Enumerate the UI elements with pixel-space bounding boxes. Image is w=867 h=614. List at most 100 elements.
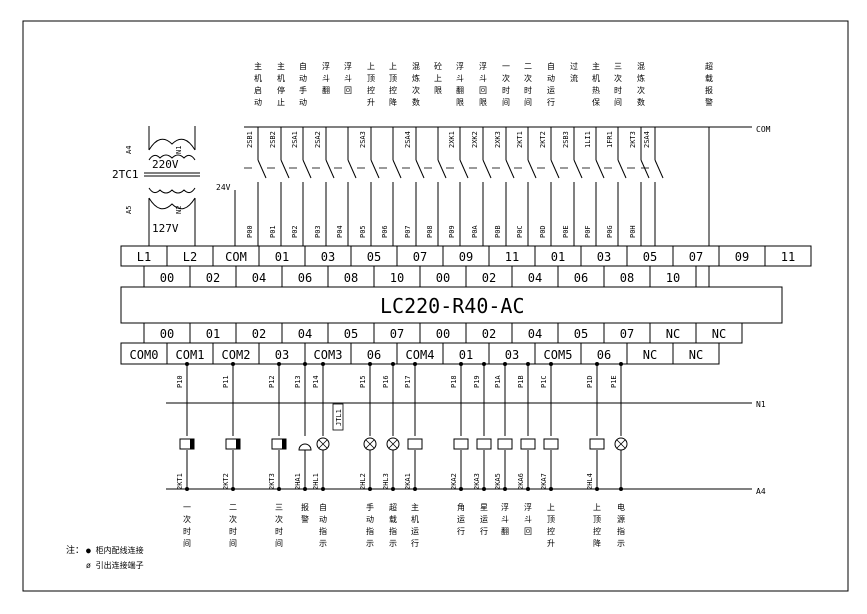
plc-bottom-terminal-label: COM5 [544,348,573,362]
output-device-tag: 2KT3 [268,473,276,490]
input-function-label: 自动手动 [299,61,308,110]
input-terminal-label: P0E [562,225,570,238]
transformer: 2TC1 220V 127V A4 N1 A5 N2 24V [112,126,231,246]
plc-top-terminal: 00 [419,265,467,288]
output-device-tag: 2HL1 [312,473,320,490]
output-terminal-label: P14 [312,375,320,388]
output-device-tag: 2KA5 [494,473,502,490]
output-terminal-label: P18 [450,375,458,388]
input-device-tag: 2SA4 [404,131,412,148]
plc-bottom-terminal-label: COM4 [406,348,435,362]
junction-dot [413,487,417,491]
plc-top-terminal-label: 07 [689,250,703,264]
output-terminal-label: P16 [382,375,390,388]
junction-dot [503,362,507,366]
drawing-frame [22,20,849,592]
input-device-tag: 1LI1 [584,131,592,148]
output-terminal-label: P1B [517,375,525,388]
output-terminal-label: P19 [473,375,481,388]
input-device-tag: 2XK2 [471,131,479,148]
output-column: P1D [586,362,605,491]
input-device-tag: 2SB2 [269,131,277,148]
plc-bottom-terminal: 02 [465,322,513,344]
output-column: P17 [404,362,423,491]
input-function-label: 三次时间 [614,62,623,110]
junction-dot [277,487,281,491]
output-column: P19 [473,362,492,491]
junction-dot [277,362,281,366]
junction-dot [303,362,307,366]
plc-top-terminal-label: 00 [436,271,450,285]
plc-top-terminal: 06 [557,265,605,288]
plc-top-terminal-label: 06 [574,271,588,285]
output-device-tag: 2KA7 [540,473,548,490]
input-terminal-label: P09 [448,225,456,238]
input-device-tag: 2XK1 [448,131,456,148]
plc-top-terminal: 02 [189,265,237,288]
supply-label: 24V [216,183,231,192]
plc-bottom-terminal: 01 [442,342,490,365]
input-terminal-label: P0C [516,225,524,238]
plc-bottom-terminal-label: 02 [252,327,266,341]
output-device-tag: 2KT2 [222,473,230,490]
input-function-label: 混炼次数 [637,62,646,110]
output-device-label: 上顶控降 [593,503,602,551]
output-terminal-label: P1D [586,375,594,388]
plc-top-terminal-label: 03 [597,250,611,264]
relay-tag: JTL1 [335,409,343,426]
junction-dot [321,362,325,366]
input-column: 2SA4 [641,127,664,246]
input-function-label: 一次时间 [502,62,511,110]
junction-dot [231,487,235,491]
output-column: P14 [312,362,330,491]
plc-top-terminal: COM [212,245,260,267]
input-device-tag: 1FR1 [606,131,614,148]
junction-dot [303,487,307,491]
plc-bottom-terminal: 00 [419,322,467,344]
output-device-label: 三次时间 [275,503,284,551]
transformer-terminal-a4: A4 [125,146,133,154]
plc-bottom-terminal: NC [672,342,720,365]
output-column: P12 [268,362,287,491]
input-device-tag: 2SA3 [359,131,367,148]
junction-dot [595,362,599,366]
input-device-tag: 2SA1 [291,131,299,148]
input-function-label: 上顶控降 [389,62,398,110]
junction-dot [482,487,486,491]
rail-a4-label: A4 [756,487,766,496]
plc-model: LC220-R40-AC [380,294,525,318]
plc-top-terminal-label: 04 [252,271,266,285]
output-device-tag: 2HL4 [586,473,594,490]
junction-dot [231,362,235,366]
junction-dot [526,362,530,366]
plc-bottom-terminal-label: 00 [160,327,174,341]
input-terminal-label: P05 [359,225,367,238]
plc-top-terminal: 11 [488,245,536,267]
plc-bottom-terminal-label: 01 [459,348,473,362]
input-terminal-label: P03 [314,225,322,238]
output-device-label: 上顶控升 [547,503,556,551]
junction-dot [482,362,486,366]
plc-bottom-terminal-label: 00 [436,327,450,341]
com-bus-label: COM [756,125,771,134]
output-column: P15 [359,362,377,491]
transformer-terminal-a5: A5 [125,206,133,214]
plc-bottom-terminal: COM4 [396,342,444,365]
plc-top-terminal-label: 10 [666,271,680,285]
junction-dot [413,362,417,366]
plc-bottom-terminal-label: 03 [275,348,289,362]
output-terminal-label: P1C [540,375,548,388]
junction-dot [368,362,372,366]
output-device-label: 主机运行 [411,502,420,551]
plc-top-terminal: 05 [350,245,398,267]
